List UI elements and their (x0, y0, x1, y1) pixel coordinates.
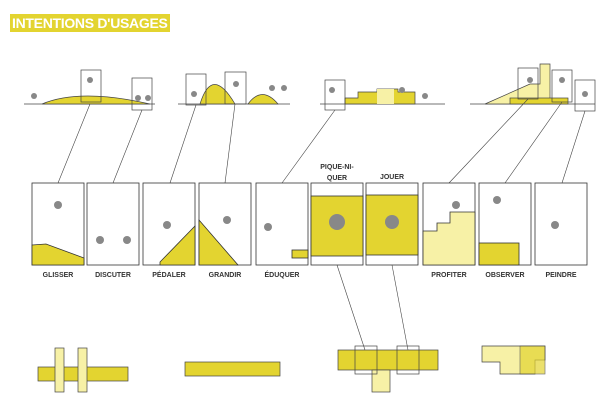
panel-label-profiter: PROFITER (431, 272, 467, 279)
page-title: INTENTIONS D'USAGES (10, 14, 170, 32)
sections-row (24, 63, 596, 112)
plans-row (37, 345, 546, 393)
panels (31, 182, 588, 266)
panel-label-glisser: GLISSER (42, 272, 74, 279)
panel-label-peindre: PEINDRE (545, 272, 577, 279)
panel-label-grandir: GRANDIR (208, 272, 242, 279)
panel-label-pedaler: PÉDALER (152, 272, 186, 279)
panel-label-eduquer: ÉDUQUER (264, 272, 300, 279)
panel-label-jouer: JOUER (379, 174, 405, 181)
panel-label-observer: OBSERVER (485, 272, 525, 279)
connector-lines (57, 98, 586, 351)
panel-label-pique-niquer: PIQUE-NI-QUER (320, 164, 354, 182)
panel-label-discuter: DISCUTER (95, 272, 131, 279)
